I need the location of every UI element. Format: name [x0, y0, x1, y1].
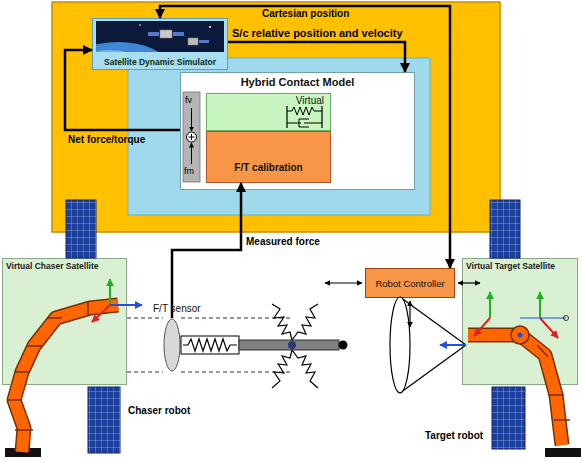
- solar-panel: [88, 387, 120, 453]
- star: [139, 24, 141, 26]
- y-axis-arrow: [489, 292, 491, 318]
- node-text: Satellite Dynamic Simulator: [93, 57, 227, 67]
- probe-tip: [339, 341, 348, 350]
- io-arrow: [458, 282, 480, 283]
- solar-panel: [66, 200, 96, 258]
- satellite-panel: [173, 32, 184, 36]
- node-text: Robot Controller: [375, 278, 444, 289]
- satellite-image: [160, 30, 172, 38]
- node-text: Virtual: [207, 94, 330, 106]
- simulation-frame: [52, 2, 500, 232]
- earth-highlight: [96, 50, 132, 52]
- earth-image: [96, 42, 166, 52]
- wall-symbol: [287, 106, 322, 128]
- satellite-image: [188, 38, 198, 45]
- sensor-outline: [163, 318, 181, 372]
- model-box: Hybrid Contact ModelVirtualF/T calibrati…: [180, 72, 415, 190]
- sensor-disk-shape: [164, 319, 180, 371]
- solar-cells: [66, 200, 96, 258]
- drogue-rim: [390, 297, 410, 393]
- annotation-label: Chaser robot: [128, 405, 190, 416]
- connector-label: Cartesian position: [262, 8, 349, 19]
- sum-junction: [187, 132, 197, 142]
- annotation-label: fv: [185, 95, 192, 105]
- signal-line: [191, 143, 192, 164]
- spring-symbol: [292, 350, 318, 388]
- z-axis-arrow: [110, 304, 142, 306]
- x-axis-arrow: [92, 305, 110, 322]
- robot-joint: [7, 301, 88, 430]
- signal-connector: [228, 42, 405, 72]
- robot-joint: [537, 345, 570, 420]
- x-axis-arrow: [474, 318, 490, 336]
- robot-arm-outline: [468, 335, 562, 445]
- node-text: Virtual Target Satellite: [463, 259, 577, 273]
- connector-label: Measured force: [246, 236, 320, 247]
- spring-symbol: [183, 339, 237, 351]
- signal-connector: [160, 6, 450, 268]
- calibration-box: F/T calibration: [206, 131, 331, 183]
- signal-connector: [65, 50, 180, 130]
- virtual-model-box: Virtual: [206, 93, 331, 131]
- robot-base: [545, 448, 581, 457]
- satellite-panel: [199, 40, 209, 43]
- sum-sign: [189, 134, 195, 140]
- x-axis-arrow: [540, 318, 558, 338]
- solar-panel: [492, 387, 525, 449]
- frame-origin: [564, 316, 569, 321]
- z-axis-line: [520, 317, 566, 318]
- spring-symbol: [272, 350, 292, 388]
- solar-cells: [88, 387, 120, 453]
- probe-joint: [288, 341, 296, 349]
- y-axis-arrow: [539, 292, 541, 318]
- node-text: Hybrid Contact Model: [181, 73, 414, 88]
- satellite-panel: [148, 32, 159, 36]
- sensor-disk: F/T sensor: [163, 318, 181, 372]
- damper-symbol: [287, 119, 322, 127]
- io-arrow: [325, 282, 362, 283]
- io-arrow: [409, 301, 410, 327]
- joint-center: [518, 333, 523, 338]
- satellite-box: Virtual Target Satellite: [462, 258, 578, 385]
- node-text: Virtual Chaser Satellite: [3, 259, 126, 273]
- spring-symbol: [292, 304, 318, 340]
- node-text: F/T calibration: [207, 132, 330, 173]
- spring-housing: [181, 336, 239, 354]
- y-axis-arrow: [109, 279, 111, 305]
- solar-cells: [492, 387, 525, 449]
- signal-connector: [172, 183, 241, 318]
- probe-rod: [239, 340, 339, 350]
- contact-model-panel: [128, 58, 430, 215]
- robot-joint: [511, 326, 529, 344]
- spring-symbol: [287, 107, 322, 115]
- node-text: F/T sensor: [153, 303, 201, 314]
- annotation-label: fm: [184, 166, 194, 176]
- signal-line: [191, 108, 192, 131]
- spring-symbol: [272, 304, 292, 340]
- solar-cells: [490, 200, 520, 258]
- connector-label: Net force/torque: [68, 134, 145, 145]
- star: [209, 26, 211, 28]
- robot-arm: [468, 335, 562, 445]
- summing-strip: [183, 92, 200, 182]
- z-axis-arrow: [440, 344, 466, 346]
- solar-panel: [490, 200, 520, 258]
- connector-label: S/c relative position and velocity: [232, 27, 403, 39]
- controller-box: Robot Controller: [365, 268, 455, 298]
- annotation-label: Target robot: [425, 430, 483, 441]
